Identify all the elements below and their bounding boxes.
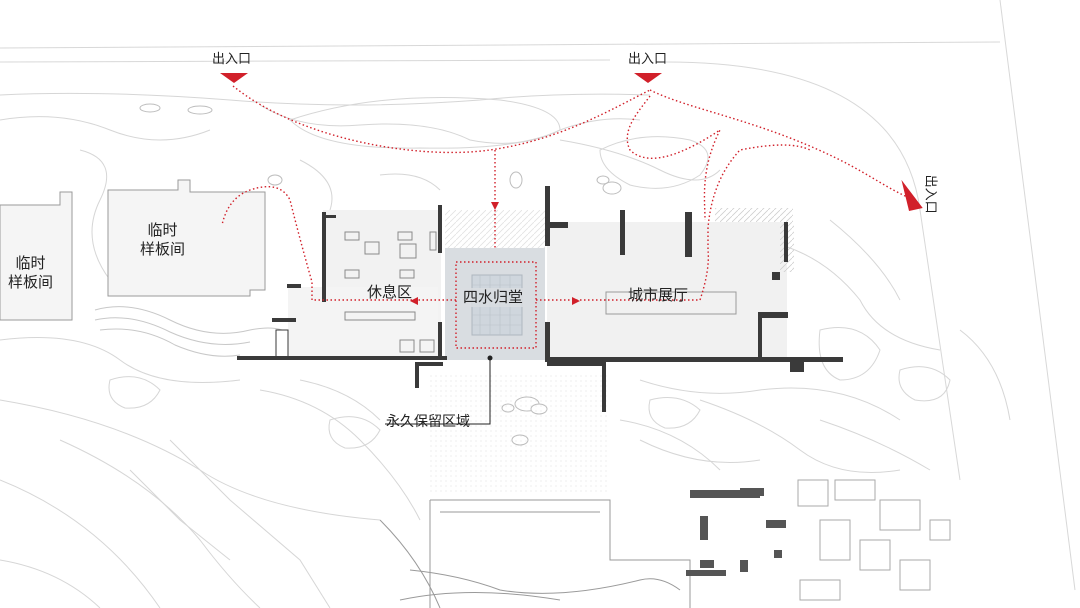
city-hall-label: 城市展厅 [628, 286, 689, 304]
hall-label: 四水归堂 [461, 288, 526, 307]
temp-sample-mid-line1: 临时 [147, 221, 178, 239]
entrance-label-left: 出入口 [212, 52, 252, 67]
temp-sample-buildings [0, 179, 266, 321]
entrance-label-mid: 出入口 [628, 52, 668, 67]
preserved-leader [385, 355, 493, 425]
visitor-route [221, 85, 911, 349]
east-blocks [686, 488, 786, 576]
city-hall-display [605, 291, 737, 315]
wavy-edge [94, 306, 283, 357]
landscape-contours [0, 92, 1011, 608]
temp-sample-label-mid: 临时 样板间 [140, 221, 185, 259]
corridor-floor [288, 287, 438, 357]
walls [237, 186, 843, 412]
south-buildings [379, 499, 691, 608]
preserved-area-label: 永久保留区域 [386, 414, 470, 430]
south-plaza [430, 372, 610, 492]
entrance-label-right: 出入口 [922, 174, 938, 214]
plaza-top [445, 210, 545, 248]
east-outline-blocks [797, 479, 951, 601]
temp-sample-mid-line2: 样板间 [140, 239, 186, 258]
temp-sample-label-left: 临时 样板间 [8, 254, 53, 292]
route-arrow-icons [410, 202, 580, 305]
city-hall-floor [547, 222, 787, 360]
lounge-furniture [344, 231, 437, 353]
entrance-marker-icons [220, 73, 923, 211]
temp-sample-left-line1: 临时 [15, 254, 46, 272]
temp-sample-left-line2: 样板间 [8, 272, 54, 291]
terrace-east [715, 208, 793, 222]
lounge-label: 休息区 [367, 283, 413, 301]
road-lines [0, 0, 1076, 591]
